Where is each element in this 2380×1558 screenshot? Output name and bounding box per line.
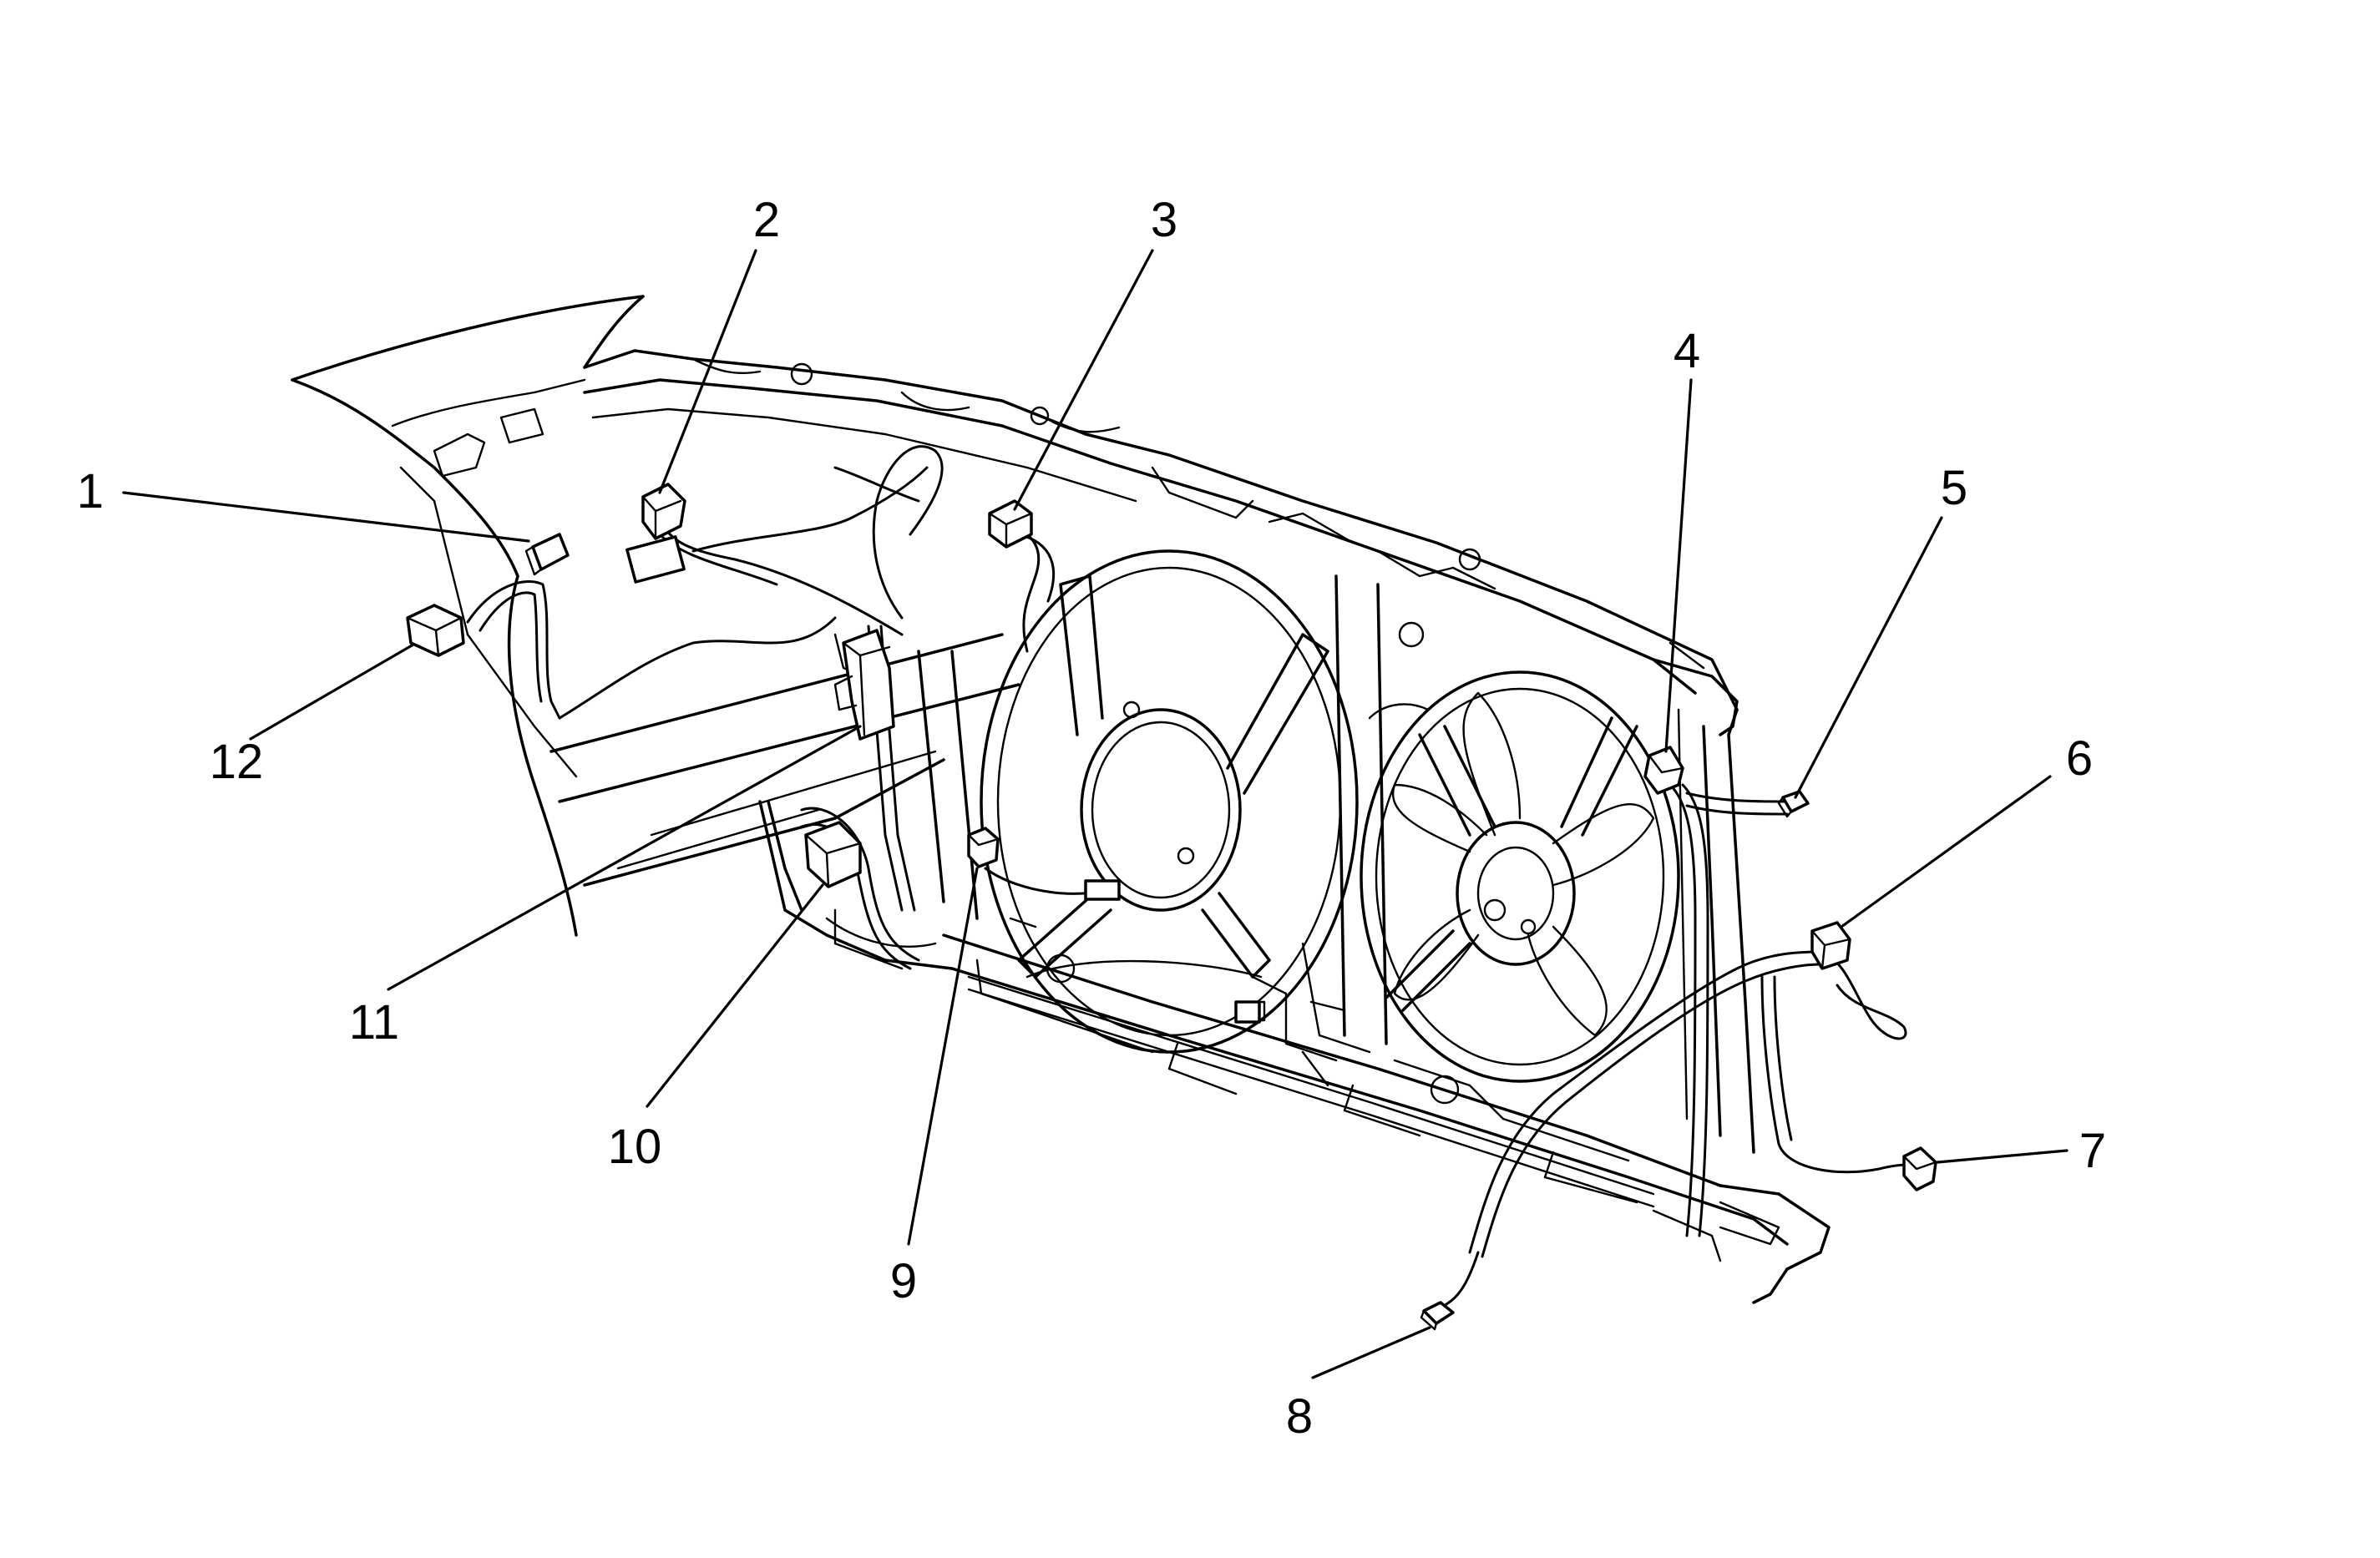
vehicle-front-structure xyxy=(291,295,1831,1304)
leader-2 xyxy=(658,249,757,494)
connector-7 xyxy=(1902,1146,1937,1191)
leader-9 xyxy=(907,867,979,1246)
connector-4 xyxy=(1643,746,1684,795)
callout-4: 4 xyxy=(1674,324,1700,378)
callout-8: 8 xyxy=(1286,1389,1313,1444)
leader-12 xyxy=(249,643,415,741)
connector-8 xyxy=(1420,1301,1455,1331)
connector-2 xyxy=(641,483,686,540)
callout-9: 9 xyxy=(890,1254,917,1308)
leader-8 xyxy=(1311,1326,1431,1379)
connector-6 xyxy=(1810,921,1851,970)
leader-lines xyxy=(122,249,2069,1379)
leader-11 xyxy=(387,725,862,991)
connector-11 xyxy=(833,629,895,741)
connector-9 xyxy=(967,827,1000,868)
callout-3: 3 xyxy=(1151,193,1177,247)
callout-2: 2 xyxy=(753,193,780,247)
left-fan-shroud xyxy=(980,549,1359,1087)
callout-11: 11 xyxy=(349,995,399,1050)
callout-labels: 1 2 3 4 5 6 7 8 9 10 11 12 xyxy=(77,193,2106,1444)
radiator-frame xyxy=(1243,574,1630,1162)
leader-10 xyxy=(646,883,824,1108)
leader-3 xyxy=(1013,249,1154,511)
callout-10: 10 xyxy=(608,1120,662,1174)
callout-6: 6 xyxy=(2066,731,2093,786)
wiring-harness xyxy=(466,445,1914,1313)
callout-5: 5 xyxy=(1941,461,1967,515)
leader-1 xyxy=(122,491,530,543)
leader-6 xyxy=(1840,775,2052,928)
leader-5 xyxy=(1794,516,1943,799)
callout-1: 1 xyxy=(77,464,104,518)
callout-12: 12 xyxy=(210,735,264,789)
connector-1 xyxy=(524,533,570,576)
callout-7: 7 xyxy=(2079,1124,2106,1178)
connector-3 xyxy=(988,499,1033,549)
connector-10 xyxy=(804,821,862,888)
leader-7 xyxy=(1936,1149,2069,1164)
connector-5 xyxy=(1777,790,1810,818)
right-cooling-fan xyxy=(1360,621,1680,1083)
connector-12 xyxy=(406,604,465,657)
connectors xyxy=(406,483,1937,1331)
leader-4 xyxy=(1664,378,1693,753)
